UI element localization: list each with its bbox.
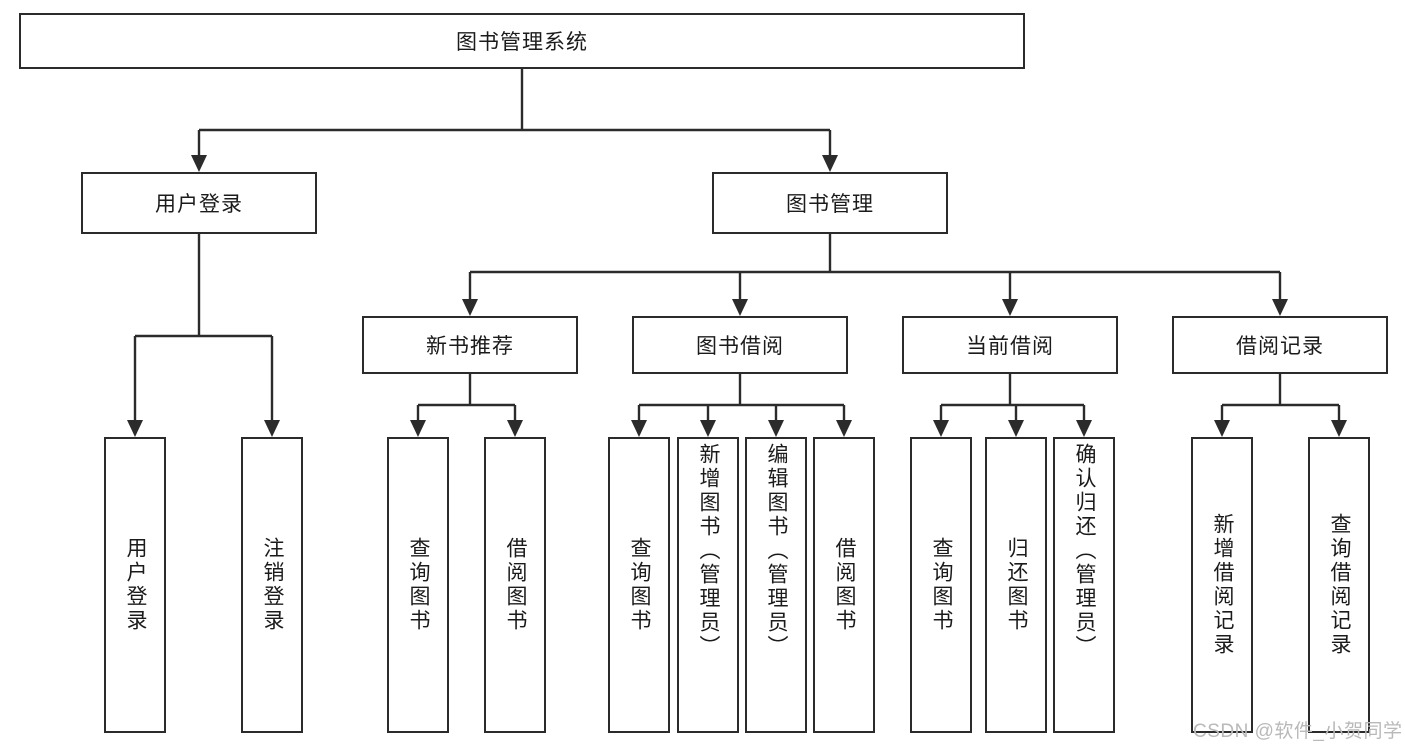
leaf-borrow-book-label: 借阅图书 (833, 537, 857, 633)
leaf-confirm-return-admin-label: 确认归还（管理员） (1073, 443, 1097, 659)
csdn-watermark: CSDN @软件_小贺同学 (1193, 721, 1403, 742)
leaf-borrow-book-recommend[interactable]: 借阅图书 (484, 437, 546, 733)
arrow-current-leaf2 (1008, 420, 1024, 437)
arrow-borrow-leaf3 (768, 420, 784, 437)
leaf-user-login-label: 用户登录 (124, 537, 148, 633)
leaf-query-book-recommend[interactable]: 查询图书 (387, 437, 449, 733)
leaf-query-book-current[interactable]: 查询图书 (910, 437, 972, 733)
leaf-query-book-recommend-label: 查询图书 (407, 537, 431, 633)
arrow-borrow-leaf1 (631, 420, 647, 437)
leaf-query-borrow-record-label: 查询借阅记录 (1328, 513, 1352, 657)
arrow-to-newbook (462, 299, 478, 316)
arrow-to-current (1002, 299, 1018, 316)
leaf-logout[interactable]: 注销登录 (241, 437, 303, 733)
node-root[interactable]: 图书管理系统 (19, 13, 1025, 69)
leaf-add-book-admin[interactable]: 新增图书（管理员） (677, 437, 739, 733)
arrow-root-to-login (191, 155, 207, 172)
node-book-borrow-label: 图书借阅 (696, 335, 784, 358)
node-borrow-record[interactable]: 借阅记录 (1172, 316, 1388, 374)
arrow-borrow-leaf4 (836, 420, 852, 437)
node-user-login-label: 用户登录 (155, 193, 243, 216)
leaf-logout-label: 注销登录 (261, 537, 285, 633)
node-book-management[interactable]: 图书管理 (712, 172, 948, 234)
node-root-label: 图书管理系统 (456, 31, 588, 54)
leaf-add-borrow-record[interactable]: 新增借阅记录 (1191, 437, 1253, 733)
leaf-add-book-admin-label: 新增图书（管理员） (697, 443, 721, 659)
node-borrow-record-label: 借阅记录 (1236, 335, 1324, 358)
arrow-record-leaf2 (1331, 420, 1347, 437)
arrow-login-leaf1 (127, 420, 143, 437)
leaf-borrow-book[interactable]: 借阅图书 (813, 437, 875, 733)
node-new-book-recommend[interactable]: 新书推荐 (362, 316, 578, 374)
leaf-query-book-borrow-label: 查询图书 (628, 537, 652, 633)
arrow-current-leaf1 (933, 420, 949, 437)
arrow-newbook-leaf2 (507, 420, 523, 437)
arrow-borrow-leaf2 (700, 420, 716, 437)
arrow-root-to-bookmgmt (822, 155, 838, 172)
node-user-login[interactable]: 用户登录 (81, 172, 317, 234)
leaf-return-book[interactable]: 归还图书 (985, 437, 1047, 733)
leaf-user-login[interactable]: 用户登录 (104, 437, 166, 733)
leaf-edit-book-admin[interactable]: 编辑图书（管理员） (745, 437, 807, 733)
leaf-edit-book-admin-label: 编辑图书（管理员） (765, 443, 789, 659)
node-current-borrow-label: 当前借阅 (966, 335, 1054, 358)
node-book-management-label: 图书管理 (786, 193, 874, 216)
leaf-confirm-return-admin[interactable]: 确认归还（管理员） (1053, 437, 1115, 733)
node-current-borrow[interactable]: 当前借阅 (902, 316, 1118, 374)
node-new-book-recommend-label: 新书推荐 (426, 335, 514, 358)
arrow-to-borrow (732, 299, 748, 316)
arrow-login-leaf2 (264, 420, 280, 437)
arrow-newbook-leaf1 (410, 420, 426, 437)
leaf-query-book-borrow[interactable]: 查询图书 (608, 437, 670, 733)
leaf-return-book-label: 归还图书 (1005, 537, 1029, 633)
leaf-add-borrow-record-label: 新增借阅记录 (1211, 513, 1235, 657)
node-book-borrow[interactable]: 图书借阅 (632, 316, 848, 374)
leaf-query-borrow-record[interactable]: 查询借阅记录 (1308, 437, 1370, 733)
arrow-to-record (1272, 299, 1288, 316)
leaf-query-book-current-label: 查询图书 (930, 537, 954, 633)
leaf-borrow-book-recommend-label: 借阅图书 (504, 537, 528, 633)
arrow-record-leaf1 (1214, 420, 1230, 437)
arrow-current-leaf3 (1076, 420, 1092, 437)
